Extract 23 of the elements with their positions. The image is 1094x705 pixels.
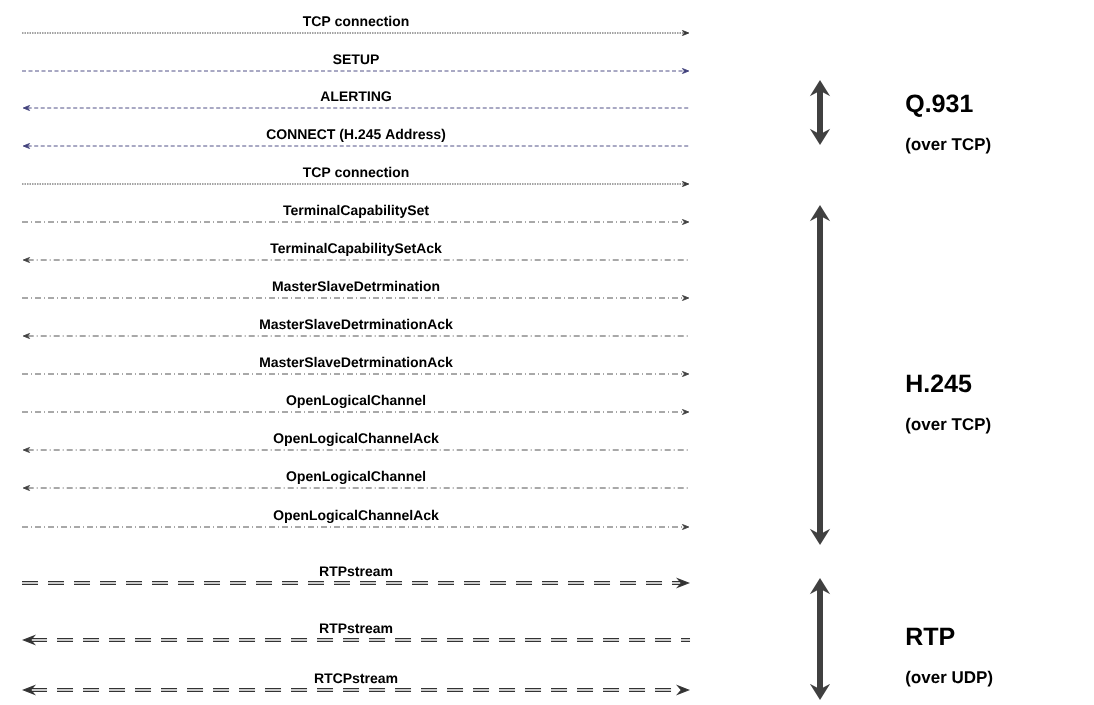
message-label: TerminalCapabilitySet [283,204,429,218]
message-label: TerminalCapabilitySetAck [270,242,442,256]
message-label: RTCPstream [314,673,398,684]
protocol-label: (over TCP) [906,137,991,154]
message-label: TCP connection [302,166,409,178]
message-label: MasterSlaveDetrminationAck [260,318,453,330]
protocol-label: RTP [906,627,955,645]
message-label: OpenLogicalChannelAck [273,432,439,446]
protocol-label: (over TCP) [906,417,991,434]
message-label: TCP connection [302,15,409,27]
message-label: MasterSlaveDetrmination [272,280,440,292]
message-label: OpenLogicalChannel [286,470,426,484]
protocol-label: (over UDP) [906,670,993,687]
message-label: CONNECT (H.245 Address) [266,128,446,142]
message-label: RTPstream [320,566,393,577]
message-label: SETUP [333,54,379,65]
protocol-label: Q.931 [906,94,973,117]
message-label: MasterSlaveDetrminationAck [260,356,453,368]
message-label: OpenLogicalChannel [286,394,426,408]
protocol-label: H.245 [906,374,972,393]
message-label: OpenLogicalChannelAck [273,509,439,523]
message-label: ALERTING [320,91,391,102]
message-label: RTPstream [320,623,393,634]
